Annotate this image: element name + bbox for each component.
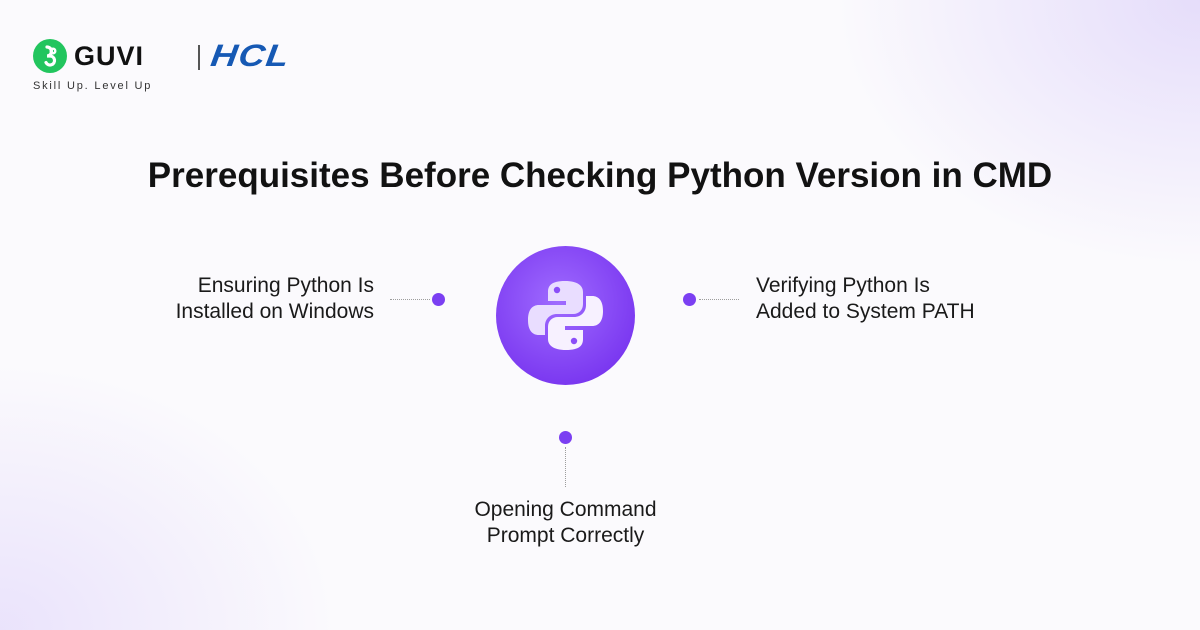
node-dot-bottom xyxy=(559,431,572,444)
prereq-item-cmd-line1: Opening Command xyxy=(474,498,657,521)
prereq-item-cmd-line2: Prompt Correctly xyxy=(486,524,645,547)
node-dot-left xyxy=(432,293,445,306)
connector-right xyxy=(699,299,739,300)
center-python-badge xyxy=(496,246,635,385)
guvi-wordmark: GUVI xyxy=(74,41,145,71)
python-logo-icon xyxy=(528,281,603,350)
connector-left xyxy=(390,299,430,300)
prereq-item-path-line1: Verifying Python Is xyxy=(756,274,930,297)
prereq-item-cmd: Opening Command Prompt Correctly xyxy=(400,497,731,549)
prereq-item-install-line1: Ensuring Python Is xyxy=(197,274,374,297)
node-dot-right xyxy=(683,293,696,306)
prereq-item-install: Ensuring Python Is Installed on Windows xyxy=(100,273,374,325)
brand-tagline: Skill Up. Level Up xyxy=(33,80,153,92)
prereq-item-path: Verifying Python Is Added to System PATH xyxy=(756,273,1076,325)
logo-divider xyxy=(198,45,200,70)
connector-bottom xyxy=(565,447,566,487)
page-title: Prerequisites Before Checking Python Ver… xyxy=(147,156,1053,195)
prereq-item-path-line2: Added to System PATH xyxy=(756,300,975,323)
guvi-logo-icon xyxy=(33,39,67,73)
brand-logo: GUVI HCL Skill Up. Level Up xyxy=(33,38,333,98)
hcl-wordmark: HCL xyxy=(208,38,293,73)
prereq-item-install-line2: Installed on Windows xyxy=(175,300,374,323)
